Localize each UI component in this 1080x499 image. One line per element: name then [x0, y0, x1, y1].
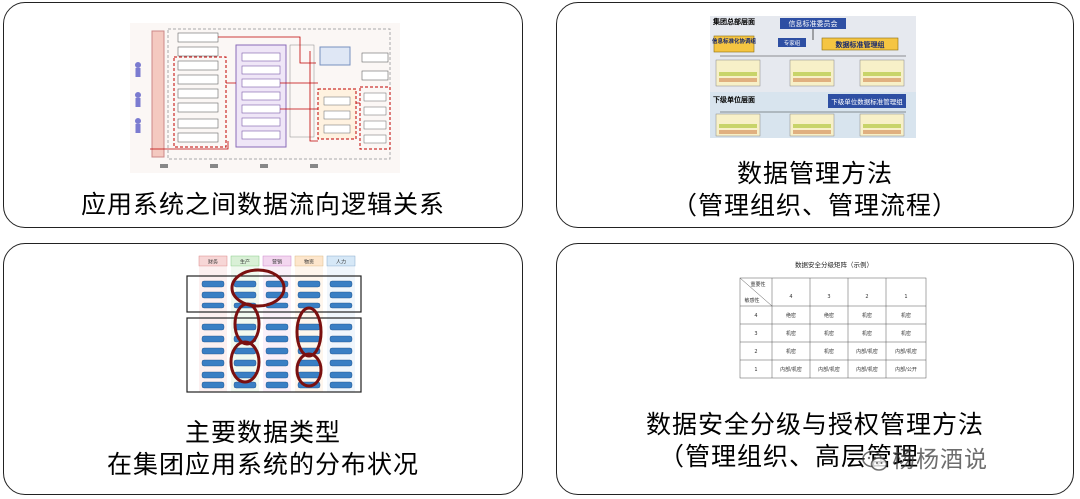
matrix-col-header: 4 [789, 294, 792, 300]
matrix-cell: 绝密 [786, 312, 796, 319]
sub-mgmt-group-label: 下级单位数据标准管理组 [831, 97, 903, 106]
watermark: 杨杨酒说 [862, 440, 988, 474]
watermark-text: 杨杨酒说 [892, 447, 988, 473]
card-data-management[interactable]: 集团总部层面 信息标准委员会 信息标准化协调组 专家组 数据标准管理组 下级单位… [556, 2, 1074, 228]
row-axis-label: 敏感性 [744, 297, 759, 304]
user-figures [135, 62, 141, 133]
caption-data-security: 数据安全分级与授权管理方法 （管理组织、高层管理 [557, 409, 1073, 473]
data-flow-diagram-thumbnail [130, 23, 400, 173]
matrix-col-header: 2 [865, 294, 868, 300]
matrix-title: 数据安全分级矩阵（示例） [795, 260, 873, 269]
security-matrix-thumbnail: 数据安全分级矩阵（示例） 重要性 敏感性 4 3 2 1 4 绝密 绝密 机密 … [736, 258, 932, 380]
caption-line: 应用系统之间数据流向逻辑关系 [80, 190, 445, 219]
col-header: 物资 [304, 259, 314, 266]
card-data-security[interactable]: 数据安全分级矩阵（示例） 重要性 敏感性 4 3 2 1 4 绝密 绝密 机密 … [556, 243, 1074, 495]
card-data-types[interactable]: 财务 生产 营销 物资 人力 [3, 243, 523, 495]
matrix-cell: 内部/机密 [780, 366, 802, 373]
caption-line: 在集团应用系统的分布状况 [106, 450, 419, 479]
caption-data-types: 主要数据类型 在集团应用系统的分布状况 [4, 417, 522, 481]
matrix-col-header: 3 [827, 294, 830, 300]
coord-group-label: 信息标准化协调组 [712, 37, 757, 45]
matrix-cell: 内部/机密 [856, 366, 878, 373]
matrix-cell: 机密 [786, 348, 796, 355]
col-header: 生产 [240, 259, 250, 266]
col-header: 营销 [272, 259, 282, 266]
matrix-cell: 内部/机密 [856, 348, 878, 355]
org-chart-thumbnail: 集团总部层面 信息标准委员会 信息标准化协调组 专家组 数据标准管理组 下级单位… [710, 16, 916, 138]
col-axis-label: 重要性 [750, 281, 765, 288]
matrix-cell: 机密 [901, 312, 911, 319]
matrix-cell: 机密 [824, 330, 834, 337]
col-header: 财务 [208, 259, 218, 266]
matrix-cell: 机密 [901, 330, 911, 337]
caption-line: （管理组织、高层管理 [659, 442, 920, 471]
matrix-cell: 机密 [786, 330, 796, 337]
matrix-row-label: 1 [754, 367, 757, 373]
matrix-cell: 内部/机密 [818, 366, 840, 373]
expert-group-label: 专家组 [784, 39, 801, 47]
matrix-row-label: 2 [754, 349, 757, 355]
data-distribution-thumbnail: 财务 生产 营销 物资 人力 [185, 254, 365, 394]
col-header: 人力 [336, 259, 346, 266]
caption-line: 主要数据类型 [184, 418, 341, 447]
caption-line: 数据管理方法 [736, 159, 893, 188]
caption-line: 数据安全分级与授权管理方法 [645, 410, 984, 439]
mgmt-group-label: 数据标准管理组 [836, 40, 885, 49]
caption-line: （管理组织、管理流程） [671, 191, 958, 220]
committee-label: 信息标准委员会 [789, 19, 838, 28]
matrix-cell: 绝密 [824, 312, 834, 319]
group-level-label: 集团总部层面 [712, 17, 755, 26]
wechat-icon [862, 450, 888, 472]
card-data-flow[interactable]: 应用系统之间数据流向逻辑关系 [3, 2, 523, 228]
caption-data-flow: 应用系统之间数据流向逻辑关系 [4, 189, 522, 221]
matrix-row-label: 4 [754, 313, 757, 319]
sub-level-label: 下级单位层面 [713, 95, 755, 104]
matrix-col-header: 1 [904, 294, 907, 300]
matrix-row-label: 3 [754, 331, 757, 337]
caption-data-management: 数据管理方法 （管理组织、管理流程） [557, 158, 1073, 222]
matrix-cell: 内部/机密 [895, 348, 917, 355]
matrix-cell: 机密 [862, 330, 872, 337]
matrix-cell: 机密 [824, 348, 834, 355]
matrix-cell: 机密 [862, 312, 872, 319]
matrix-cell: 内部/公开 [895, 366, 917, 373]
